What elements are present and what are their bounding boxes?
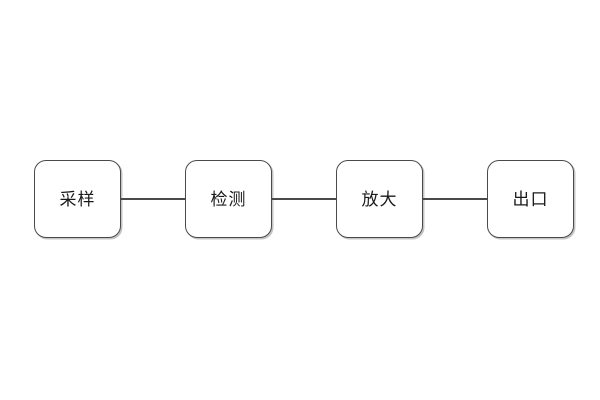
node-sampling: 采样 (34, 160, 121, 238)
node-amplification-label: 放大 (361, 189, 398, 209)
connector-sampling-detection (121, 198, 185, 200)
connector-detection-amplification (272, 198, 336, 200)
node-outlet-label: 出口 (512, 189, 549, 209)
node-detection: 检测 (185, 160, 272, 238)
node-outlet: 出口 (487, 160, 574, 238)
flowchart-row: 采样 检测 放大 出口 (34, 160, 574, 238)
connector-amplification-outlet (423, 198, 487, 200)
node-sampling-label: 采样 (59, 189, 96, 209)
node-amplification: 放大 (336, 160, 423, 238)
node-detection-label: 检测 (210, 189, 247, 209)
